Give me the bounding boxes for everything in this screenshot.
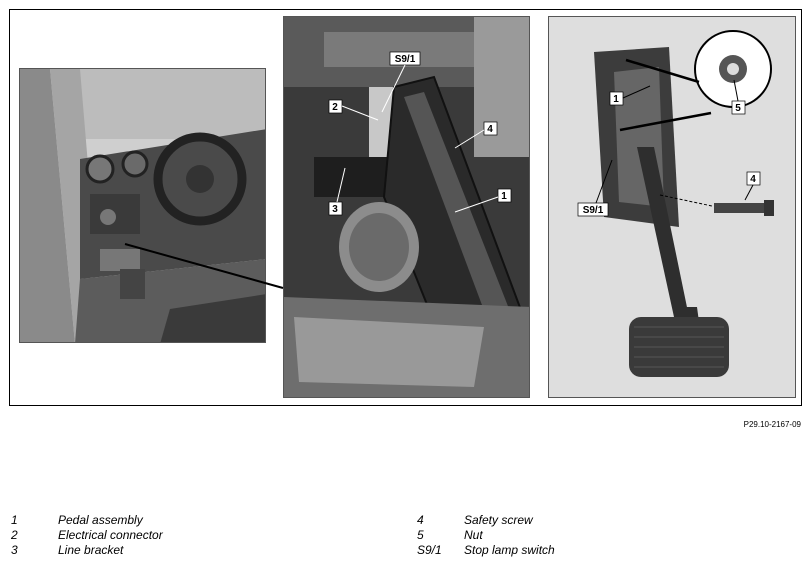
callout-1-p2: 1 <box>501 191 507 202</box>
interior-photo-panel <box>19 68 266 343</box>
callout-box-4-p3 <box>746 171 761 186</box>
legend-right: 4 Safety screw 5 Nut S9/1 Stop lamp swit… <box>417 513 555 557</box>
zoom-leader-line <box>124 243 284 289</box>
leader-3 <box>336 167 346 203</box>
callout-2: 2 <box>332 102 338 113</box>
leader-s91-p2 <box>381 64 406 113</box>
callout-box-4-p2 <box>483 121 498 136</box>
screw-axis-line <box>659 194 713 207</box>
leader-s91-p3 <box>595 159 613 204</box>
callout-box-3 <box>328 201 343 216</box>
callout-box-1-p2 <box>497 188 512 203</box>
callout-box-s91-p3 <box>577 202 609 217</box>
leader-2 <box>341 105 379 121</box>
interior-illustration <box>20 69 265 342</box>
callout-4-p3: 4 <box>750 174 756 185</box>
leader-1-p3 <box>622 85 651 99</box>
zoom-leader-upper <box>625 58 700 84</box>
callout-3: 3 <box>332 204 338 215</box>
callout-box-1-p3 <box>609 91 624 106</box>
zoom-leader-lower <box>619 111 712 132</box>
leader-4-p3 <box>744 184 754 201</box>
leader-1-p2 <box>454 196 499 213</box>
callout-1-p3: 1 <box>613 94 619 105</box>
callout-box-5 <box>731 100 746 115</box>
pedal-closeup-panel <box>283 16 530 398</box>
callout-4-p2: 4 <box>487 124 493 135</box>
callout-s91-p3: S9/1 <box>583 205 604 216</box>
pedal-closeup-illustration <box>284 17 529 397</box>
callout-s91-p2: S9/1 <box>395 54 416 65</box>
figure-reference: P29.10-2167-09 <box>743 420 801 429</box>
leader-4-p2 <box>454 129 485 149</box>
legend-left: 1 Pedal assembly 2 Electrical connector … <box>11 513 163 557</box>
leader-5 <box>733 79 739 102</box>
callout-5: 5 <box>735 103 741 114</box>
